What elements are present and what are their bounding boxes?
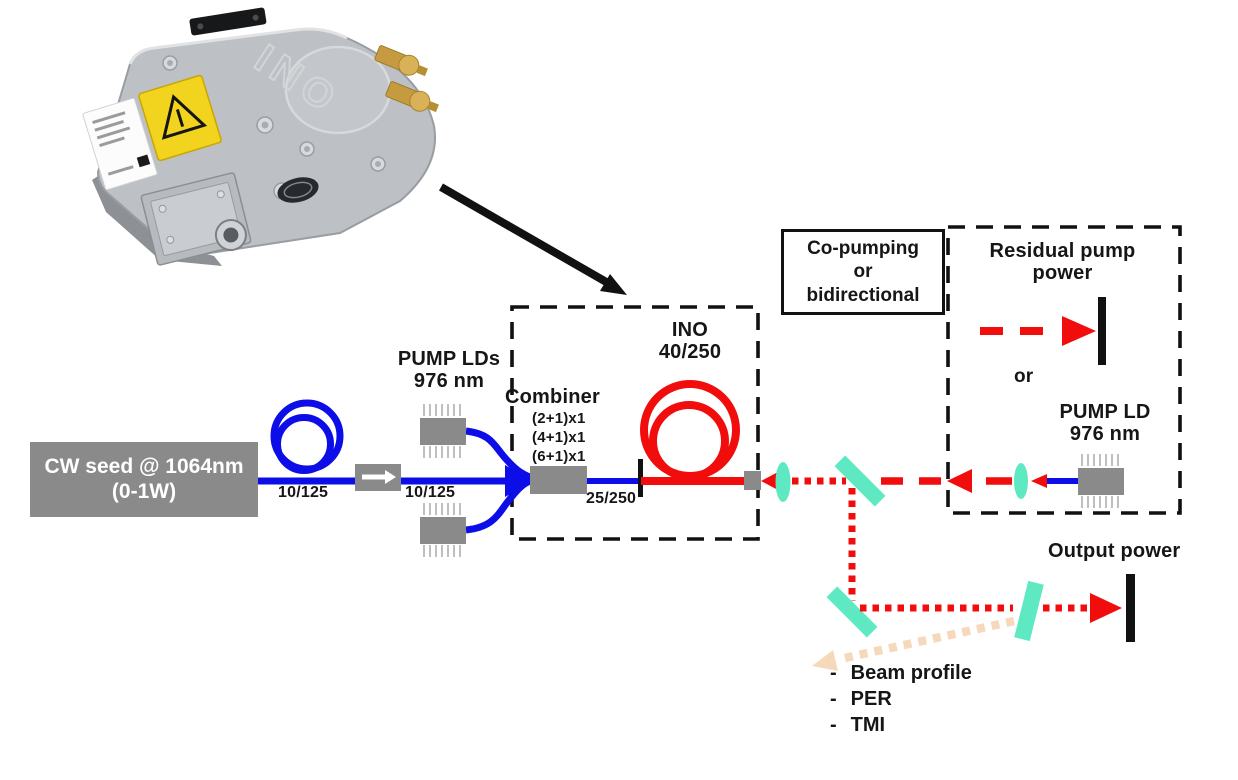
residual-pump-label: Residual pump power	[955, 240, 1170, 285]
gain-fiber-line2: 40/250	[658, 341, 722, 364]
isolator	[355, 464, 401, 491]
diagnostic-tmi: TMI	[850, 714, 886, 736]
beam-arrow-left-1	[761, 472, 778, 490]
plate-highlight	[128, 27, 348, 65]
beam-splitter-2	[826, 586, 878, 638]
collimating-lens-1	[775, 462, 791, 502]
sma-connector-2	[385, 81, 439, 113]
fiber-bundle-wedge	[505, 465, 532, 497]
beam-splitter-1	[834, 455, 886, 507]
active-fiber-red	[640, 380, 746, 485]
module-dashed-box	[510, 305, 760, 541]
gain-fiber-label: INO 40/250	[628, 319, 752, 364]
seed-label-line2: (0-1W)	[111, 479, 177, 503]
output-power-label: Output power	[1048, 540, 1181, 562]
co-pumping-line1: Co-pumping	[807, 238, 919, 260]
seed-label-line1: CW seed @ 1064nm	[44, 454, 244, 478]
electrical-connector	[189, 7, 267, 36]
fiber-label-combiner-out: 25/250	[586, 490, 637, 507]
collimating-lens-2	[1014, 463, 1028, 499]
combiner-label: Combiner	[505, 386, 600, 408]
pump-ld-chip-bottom	[420, 503, 466, 557]
fiber-label-after-isolator: 10/125	[405, 484, 456, 501]
fiber-label-seed: 10/125	[278, 484, 329, 501]
bullet: -	[830, 688, 837, 710]
residual-pump-line2: power	[1032, 262, 1093, 285]
sma-connector-1	[374, 45, 428, 77]
residual-pump-line1: Residual pump	[989, 240, 1136, 262]
combiner-ratio-1: (2+1)x1	[532, 410, 586, 427]
or-label: or	[1014, 366, 1034, 387]
beam-arrow-left-3	[1031, 474, 1047, 488]
residual-power-detector-bar	[1098, 297, 1106, 365]
bullet: -	[830, 714, 837, 736]
pump-ld-chip-top	[420, 404, 466, 458]
residual-pump-beam	[980, 297, 1106, 365]
bullet: -	[830, 662, 837, 684]
list-item: - PER	[830, 686, 972, 712]
combiner-ratio-3: (6+1)x1	[532, 448, 586, 465]
stamp	[277, 177, 319, 203]
laser-warning-label	[138, 74, 222, 162]
pump-ld-right-line1: PUMP LD	[1059, 401, 1151, 423]
fiber-port	[140, 172, 252, 266]
info-label	[82, 97, 158, 191]
combiner-ratio-2: (4+1)x1	[532, 429, 586, 446]
combiner-block	[530, 466, 587, 494]
output-power-detector-bar	[1126, 574, 1135, 642]
pump-ld-right-label: PUMP LD 976 nm	[1040, 401, 1170, 446]
pump-lds-line2: 976 nm	[413, 370, 485, 393]
list-item: - Beam profile	[830, 660, 972, 686]
beam-arrow-right-output	[1090, 593, 1122, 623]
pump-lds-line1: PUMP LDs	[397, 348, 501, 370]
diagnostics-list: - Beam profile - PER - TMI	[830, 660, 972, 738]
pump-lds-label: PUMP LDs 976 nm	[383, 348, 515, 393]
co-pumping-line3: bidirectional	[806, 284, 920, 306]
diagnostic-per: PER	[850, 688, 892, 710]
laser-module-photo: INO	[82, 7, 439, 266]
list-item: - TMI	[830, 712, 972, 738]
sampled-beam-peach	[812, 616, 1015, 671]
co-pumping-note-box: Co-pumping or bidirectional	[781, 229, 945, 315]
counter-pump-dashed-box	[946, 225, 1182, 515]
pump-ld-chip-right	[1078, 454, 1124, 508]
photo-pointer-arrow	[439, 183, 627, 295]
diagnostic-beam-profile: Beam profile	[850, 662, 972, 684]
endcap-block	[744, 471, 761, 490]
beam-sampler	[1014, 580, 1044, 642]
combiner-ratios: (2+1)x1 (4+1)x1 (6+1)x1	[532, 409, 586, 466]
splice-tick	[638, 459, 643, 497]
co-pumping-line2: or	[853, 261, 873, 283]
pump-ld-right-line2: 976 nm	[1069, 423, 1141, 446]
cw-seed-source-box: CW seed @ 1064nm (0-1W)	[30, 442, 258, 517]
beam-arrow-left-2	[947, 469, 972, 493]
gain-fiber-line1: INO	[671, 319, 709, 341]
